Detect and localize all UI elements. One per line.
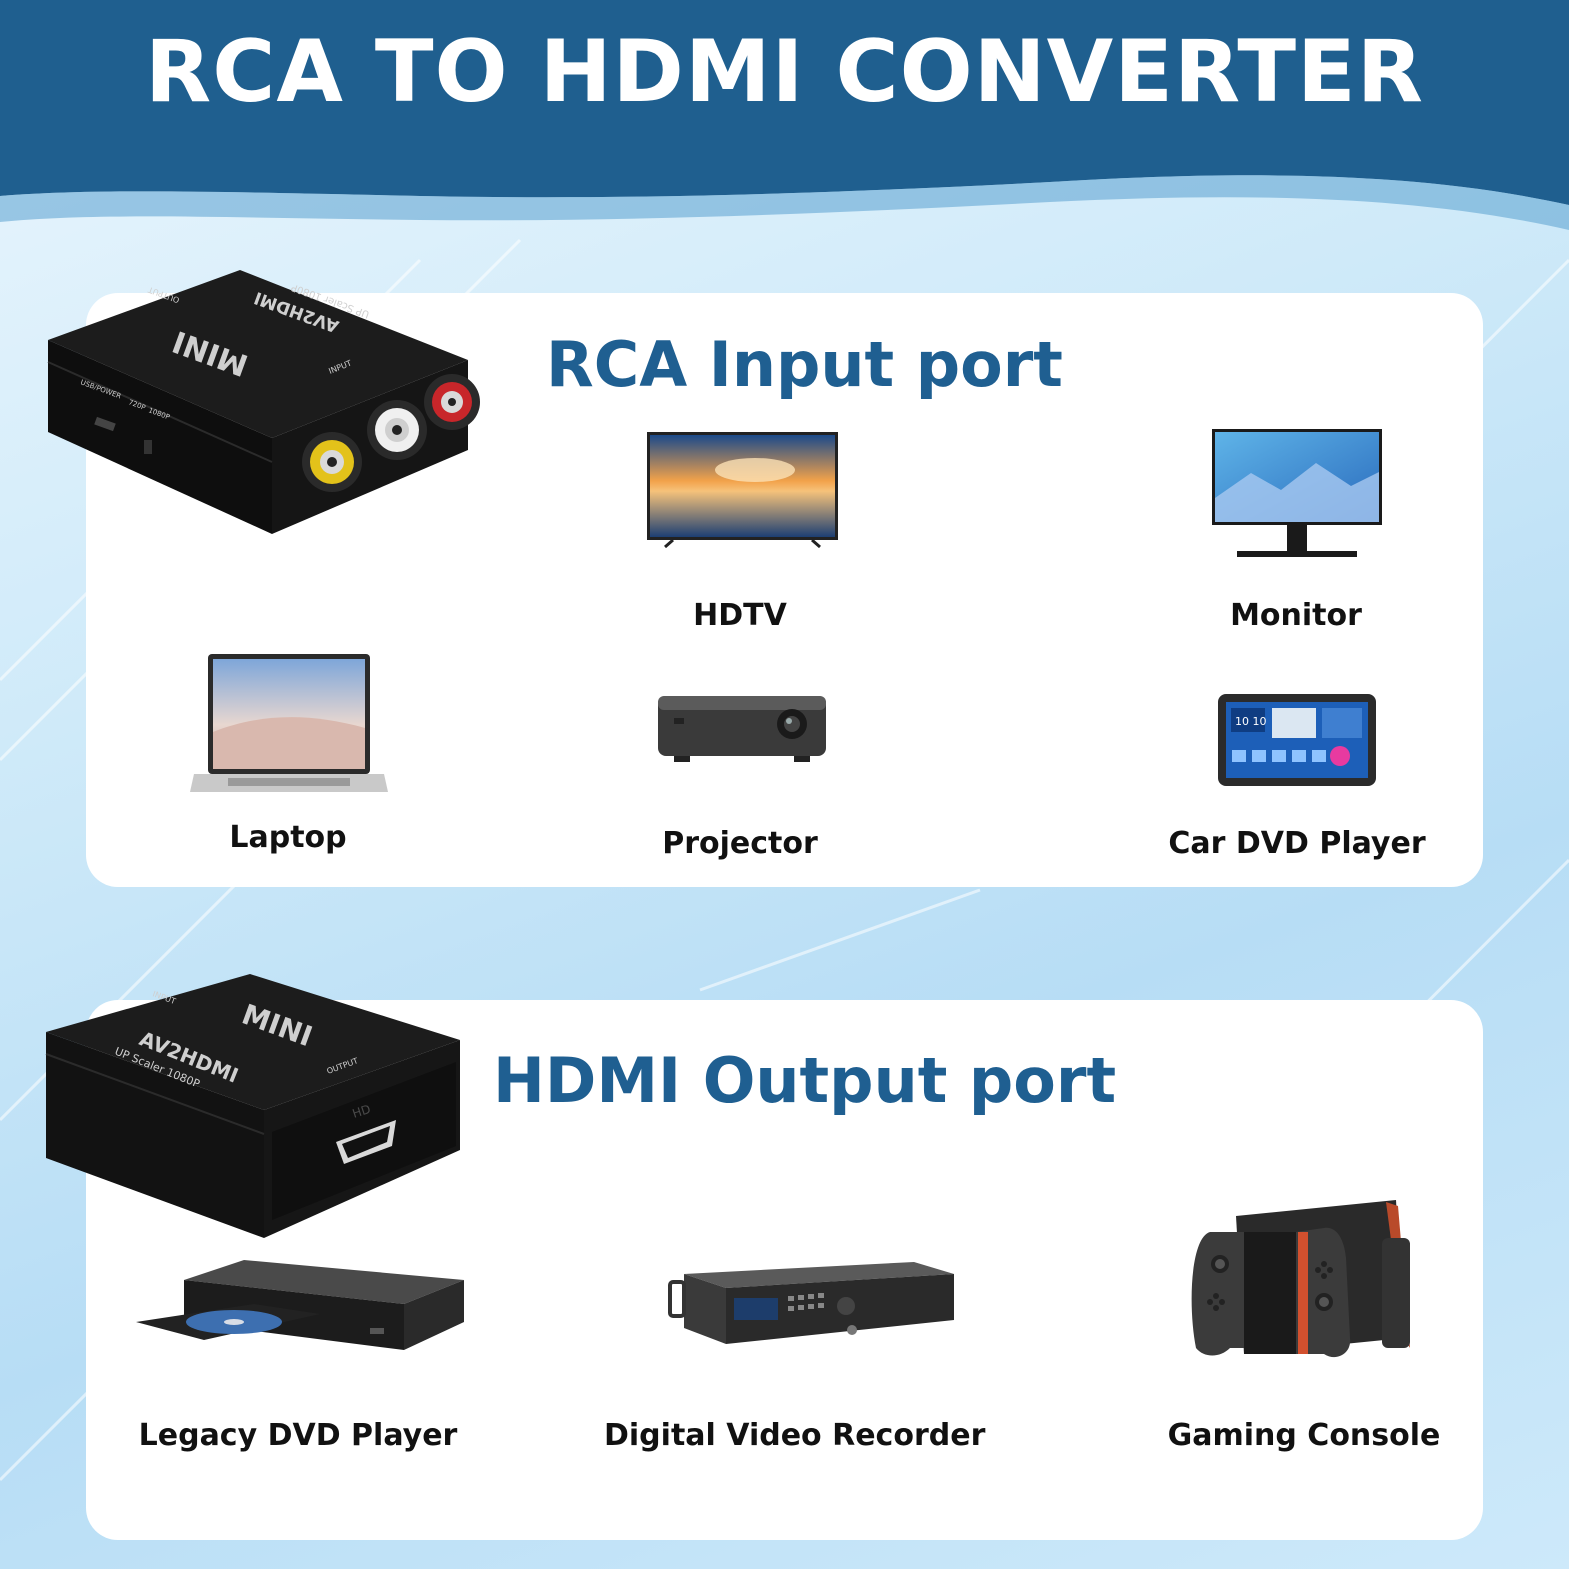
rca-jacks <box>302 374 480 492</box>
device-label-dvr: Digital Video Recorder <box>604 1418 986 1453</box>
rca-section-title: RCA Input port <box>546 328 1063 401</box>
device-label-laptop: Laptop <box>229 820 347 855</box>
monitor-icon <box>1212 429 1382 557</box>
hdmi-section-title: HDMI Output port <box>493 1044 1117 1117</box>
laptop-icon <box>190 654 388 792</box>
projector-icon <box>658 696 826 762</box>
page-title: RCA TO HDMI CONVERTER <box>145 22 1424 122</box>
dvr-icon <box>668 1262 954 1344</box>
header-banner <box>0 0 1569 230</box>
tv-icon <box>647 432 838 549</box>
hdmi-adapter-image: MINI AV2HDMI UP Scaler 1080P INPUT OUTPU… <box>45 974 460 1238</box>
device-label-monitor: Monitor <box>1230 598 1362 633</box>
device-label-gaming-console: Gaming Console <box>1167 1418 1441 1453</box>
game-console-icon <box>1191 1200 1410 1358</box>
device-label-car-dvd: Car DVD Player <box>1168 826 1426 861</box>
dvd-player-icon <box>136 1260 464 1350</box>
device-label-hdtv: HDTV <box>693 598 787 633</box>
device-label-legacy-dvd: Legacy DVD Player <box>138 1418 458 1453</box>
device-label-projector: Projector <box>662 826 818 861</box>
car-dvd-screen-text: 10 10 <box>1235 715 1267 728</box>
adapter-hd-text: HD <box>351 1102 373 1121</box>
car-dvd-icon: 10 10 <box>1218 694 1376 786</box>
rca-adapter-image: MINI AV2HDMI UP Scaler 1080P OUTPUT INPU… <box>47 270 480 534</box>
